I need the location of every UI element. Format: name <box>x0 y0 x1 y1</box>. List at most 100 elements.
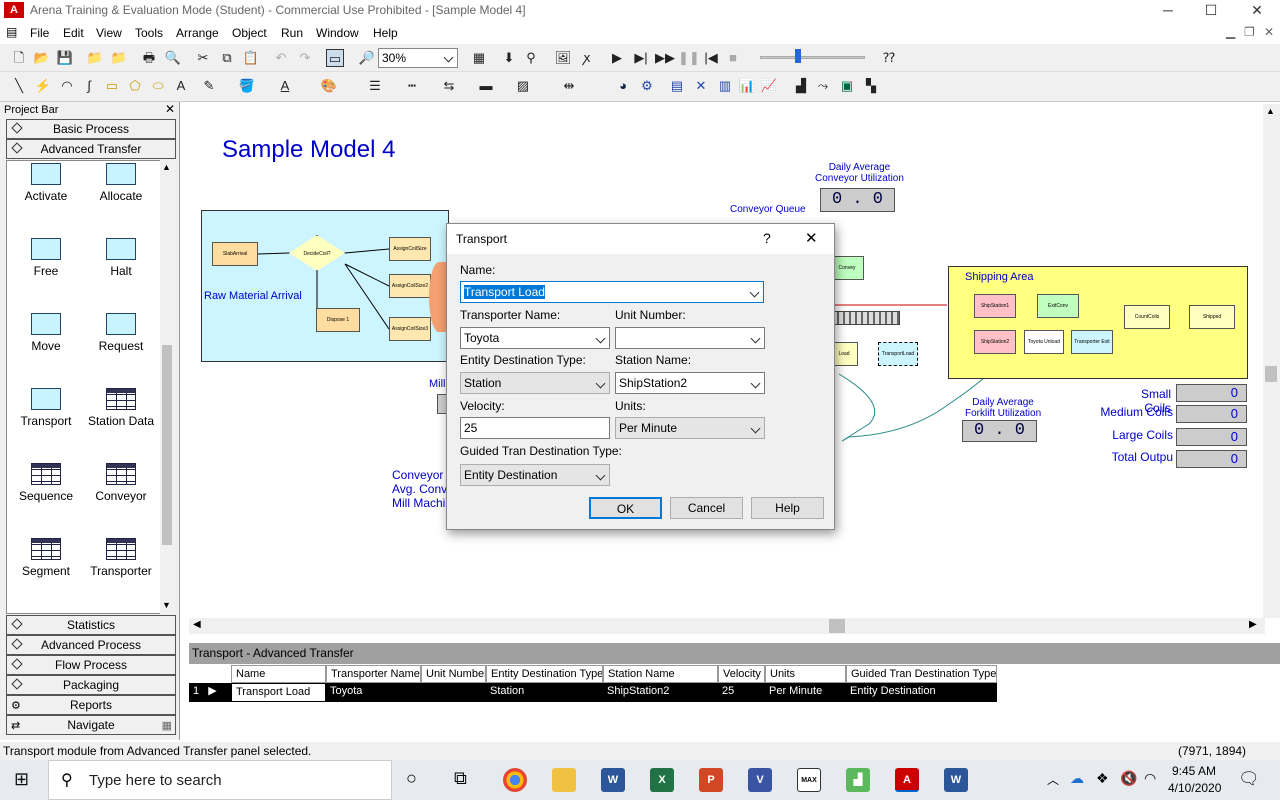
resource-icon[interactable]: ▟ <box>796 78 806 93</box>
tab-advanced-process[interactable]: Advanced Process <box>6 635 176 655</box>
notification-icon[interactable]: 🗨 <box>1238 769 1260 788</box>
scroll-right-icon[interactable]: ▶ <box>1249 619 1257 630</box>
line-icon[interactable]: ╲ <box>15 78 23 93</box>
submodel-down-icon[interactable]: ⬇ <box>503 50 515 65</box>
new-icon[interactable]: 🗋 <box>13 50 25 65</box>
line-pattern-icon[interactable]: ▬ <box>479 78 493 93</box>
menu-object[interactable]: Object <box>232 26 267 40</box>
clock-date[interactable]: 4/10/2020 <box>1168 781 1222 795</box>
plot-icon[interactable]: 📊 <box>738 78 756 93</box>
thumbnail-icon[interactable]: ▦ <box>161 720 172 732</box>
tab-reports[interactable]: ⚙Reports <box>6 695 176 715</box>
powerpoint-icon[interactable]: P <box>699 768 723 792</box>
velocity-field[interactable]: 25 <box>460 417 610 439</box>
column-station-name[interactable]: Station Name <box>603 665 718 683</box>
module-transporter[interactable]: Transporter <box>84 538 158 578</box>
maximize-button[interactable]: ☐ <box>1204 2 1218 18</box>
units-select[interactable]: Per Minute <box>615 417 765 439</box>
open-icon[interactable]: 📂 <box>33 50 51 65</box>
station-icon[interactable]: ▣ <box>840 78 854 93</box>
xx-icon[interactable]: ꭗ <box>583 50 591 65</box>
histogram-icon[interactable]: ▥ <box>718 78 732 93</box>
close-icon[interactable]: ✕ <box>805 230 818 247</box>
onedrive-icon[interactable]: ☁ <box>1070 770 1084 786</box>
tab-advanced-transfer[interactable]: Advanced Transfer <box>6 139 176 159</box>
transport-load-module[interactable]: TransportLoad <box>878 342 918 366</box>
visio-icon[interactable]: V <box>748 768 772 792</box>
cortana-icon[interactable]: ○ <box>406 768 417 788</box>
mdi-minimize-icon[interactable]: ▁ <box>1226 25 1236 39</box>
start-over-icon[interactable]: |◀ <box>704 50 718 65</box>
level-icon[interactable]: ✕ <box>695 78 707 93</box>
slider-thumb[interactable] <box>795 49 801 63</box>
line-style-icon[interactable]: ┅ <box>408 78 416 93</box>
task-view-icon[interactable]: ⧉ <box>454 768 467 788</box>
cut-icon[interactable]: ✂ <box>197 50 209 65</box>
cell-name[interactable]: Transport Load <box>231 683 326 702</box>
clock-icon[interactable]: ◕ <box>619 78 627 93</box>
help-button[interactable]: Help <box>751 497 824 519</box>
window-bg-icon[interactable]: 🎨 <box>320 78 338 93</box>
line-width-icon[interactable]: ☰ <box>369 78 381 93</box>
ship-station-2[interactable]: ShipStation2 <box>974 330 1016 354</box>
canvas-vertical-scrollbar[interactable]: ▲ <box>1263 104 1280 618</box>
column-transporter-name[interactable]: Transporter Name <box>326 665 421 683</box>
transporter-name-select[interactable]: Toyota <box>460 327 610 349</box>
copy-icon[interactable]: ⧉ <box>222 50 232 65</box>
scroll-down-icon[interactable]: ▼ <box>162 600 171 610</box>
tab-packaging[interactable]: Packaging <box>6 675 176 695</box>
text-icon[interactable]: A <box>176 78 186 93</box>
module-segment[interactable]: Segment <box>9 538 83 578</box>
windows-start-icon[interactable]: ⊞ <box>14 769 30 789</box>
assign-coil-size-2[interactable]: AssignCoilSize2 <box>389 274 431 298</box>
assign-coil-size-1[interactable]: AssignCoilSize <box>389 237 431 261</box>
cell-guided-tran-dest[interactable]: Entity Destination <box>846 683 997 702</box>
panel-scrollbar[interactable]: ▲ ▼ <box>160 160 174 614</box>
module-request[interactable]: Request <box>84 313 158 353</box>
scroll-up-icon[interactable]: ▲ <box>1266 106 1275 116</box>
save-icon[interactable]: 💾 <box>56 50 74 65</box>
pause-icon[interactable]: ❚❚ <box>678 50 700 65</box>
cell-entity-destination-type[interactable]: Station <box>486 683 603 702</box>
scroll-thumb[interactable] <box>1265 366 1277 382</box>
layout-icon[interactable]: ▦ <box>472 50 486 65</box>
canvas-horizontal-scrollbar[interactable]: ◀ ▶ <box>189 618 1265 634</box>
cell-velocity[interactable]: 25 <box>718 683 765 702</box>
variable-icon[interactable]: ▤ <box>670 78 684 93</box>
scroll-up-icon[interactable]: ▲ <box>162 162 171 172</box>
column-velocity[interactable]: Velocity <box>718 665 765 683</box>
step-icon[interactable]: ▶| <box>634 50 648 65</box>
toyota-unload-module[interactable]: Toyota Unload <box>1024 330 1064 354</box>
dispose-module[interactable]: Dispose 1 <box>316 308 360 332</box>
tab-basic-process[interactable]: Basic Process <box>6 119 176 139</box>
unit-number-select[interactable] <box>615 327 765 349</box>
whats-this-icon[interactable]: ⁇ <box>883 50 895 65</box>
go-icon[interactable]: ▶ <box>612 50 622 65</box>
redo-icon[interactable]: ↷ <box>299 50 311 65</box>
cell-transporter-name[interactable]: Toyota <box>326 683 421 702</box>
module-move[interactable]: Move <box>9 313 83 353</box>
template-detach-icon[interactable]: 📁 <box>110 50 128 65</box>
end-icon[interactable]: ■ <box>729 50 737 65</box>
word-icon[interactable]: W <box>601 768 625 792</box>
display-icon[interactable]: 🖼 <box>554 50 572 65</box>
name-field[interactable]: Transport Load <box>460 281 764 303</box>
menu-edit[interactable]: Edit <box>63 26 84 40</box>
shipped-module[interactable]: Shipped <box>1189 305 1235 329</box>
scroll-thumb[interactable] <box>162 345 172 545</box>
row-number[interactable]: 1 ▶ <box>189 683 231 702</box>
fill-pattern-icon[interactable]: ▨ <box>516 78 530 93</box>
column-guided-tran-dest[interactable]: Guided Tran Destination Type <box>846 665 997 683</box>
mdi-restore-icon[interactable]: ❐ <box>1244 25 1255 39</box>
date-icon[interactable]: ⚙ <box>641 78 653 93</box>
column-name[interactable]: Name <box>231 665 326 683</box>
menu-arrange[interactable]: Arrange <box>176 26 219 40</box>
module-sequence[interactable]: Sequence <box>9 463 83 503</box>
scroll-left-icon[interactable]: ◀ <box>193 619 201 630</box>
chrome-icon[interactable] <box>503 768 527 792</box>
station-name-select[interactable]: ShipStation2 <box>615 372 765 394</box>
zoom-icon[interactable]: 🔎 <box>358 50 376 65</box>
polyline-icon[interactable]: ⚡ <box>34 78 52 93</box>
layers-icon[interactable]: ▭ <box>326 49 344 67</box>
cell-units[interactable]: Per Minute <box>765 683 846 702</box>
